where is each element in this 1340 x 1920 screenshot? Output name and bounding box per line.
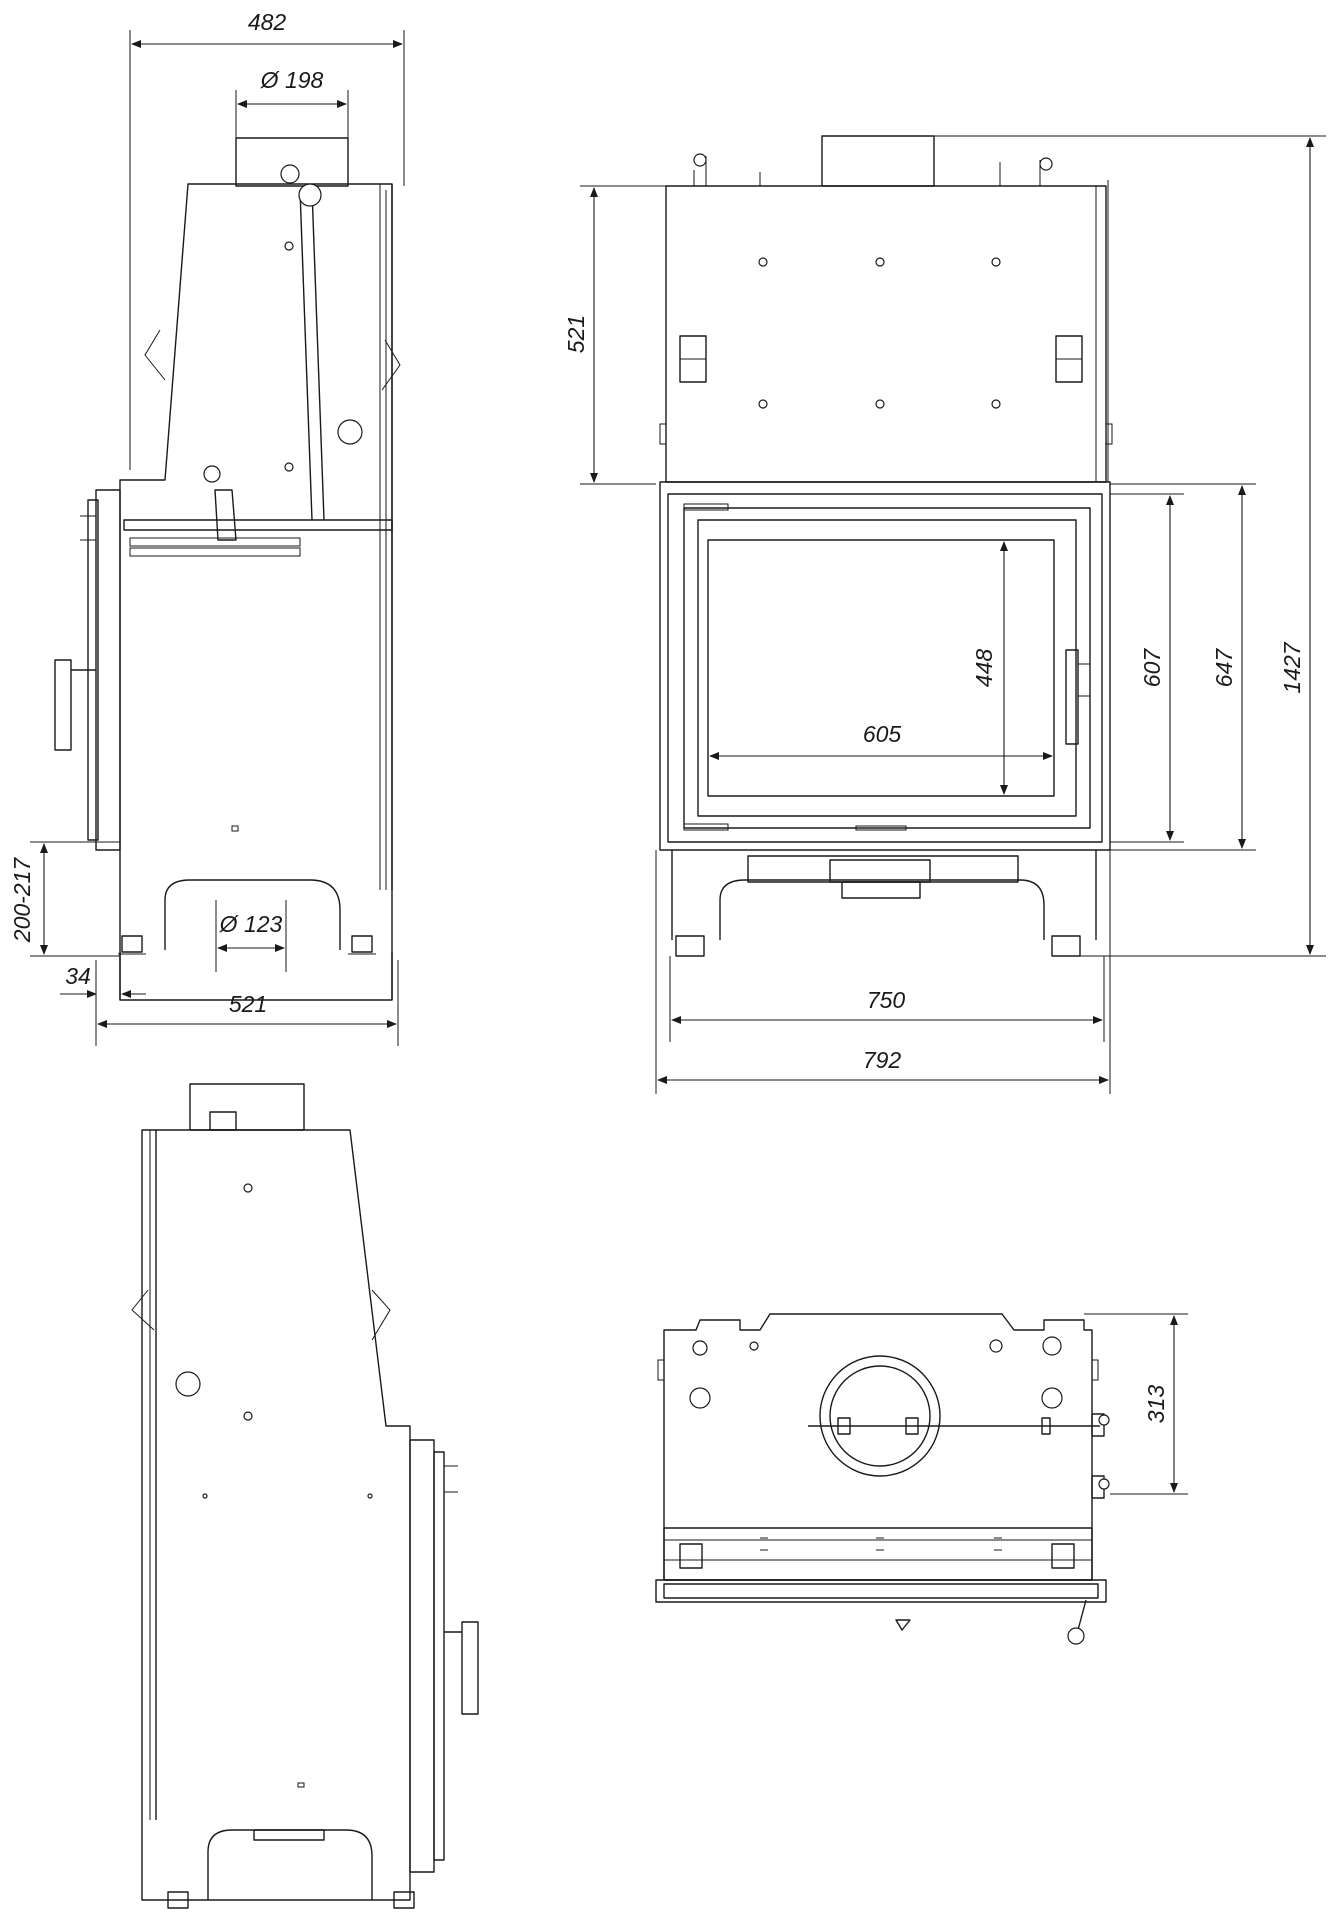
dim-side-width: 482 bbox=[248, 9, 287, 35]
dim-front-height: 647 bbox=[1211, 648, 1237, 688]
top-view bbox=[655, 1313, 1110, 1645]
dim-total-height: 1427 bbox=[1279, 641, 1305, 693]
dim-top-view-depth: 313 bbox=[1143, 1385, 1169, 1424]
side-view-rear bbox=[131, 1083, 479, 1909]
dimension-lines bbox=[30, 30, 1326, 1495]
dim-leg-height: 200-217 bbox=[9, 857, 35, 944]
dim-leg-offset: 34 bbox=[65, 963, 91, 989]
dim-flue-diameter: Ø 198 bbox=[260, 67, 324, 93]
dim-door-height: 607 bbox=[1139, 648, 1165, 688]
side-view bbox=[54, 137, 401, 1001]
dim-body-width: 750 bbox=[867, 987, 906, 1013]
front-view bbox=[659, 135, 1113, 957]
dim-glass-height: 448 bbox=[971, 649, 997, 688]
dimension-labels: 482 Ø 198 200-217 34 Ø 123 521 521 448 6… bbox=[9, 9, 1305, 1423]
dim-air-inlet: Ø 123 bbox=[219, 911, 283, 937]
dim-side-depth: 521 bbox=[229, 991, 267, 1017]
dim-glass-width: 605 bbox=[863, 721, 902, 747]
dim-total-width: 792 bbox=[863, 1047, 902, 1073]
dim-top-depth: 521 bbox=[563, 315, 589, 353]
